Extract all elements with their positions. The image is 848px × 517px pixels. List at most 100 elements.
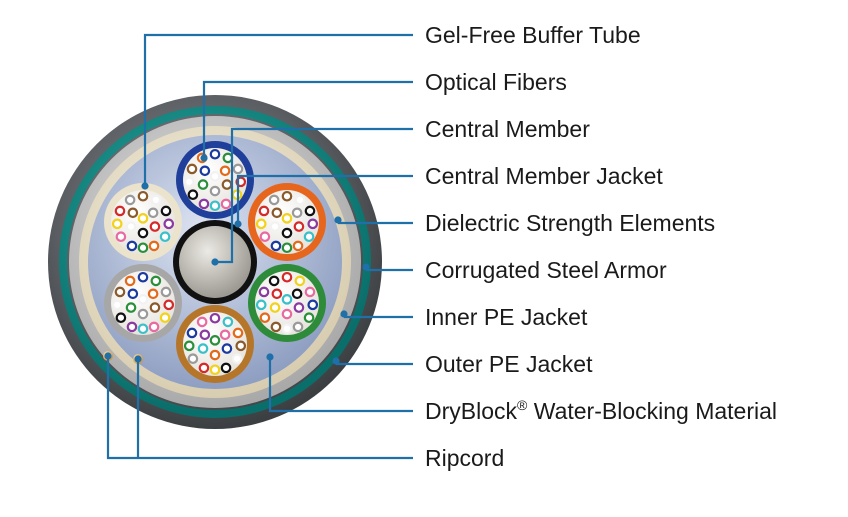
optical-fiber (303, 312, 315, 324)
label-central-member-jacket: Central Member Jacket (425, 163, 663, 189)
optical-fiber (186, 163, 198, 175)
optical-fiber (127, 288, 139, 300)
leader-line-optical-fibers (202, 80, 413, 158)
optical-fiber (219, 165, 231, 177)
optical-fiber (209, 349, 221, 361)
optical-fiber (149, 221, 161, 232)
optical-fiber (222, 316, 234, 328)
optical-fiber (209, 171, 221, 182)
optical-fiber (281, 227, 293, 239)
optical-fiber (137, 227, 149, 239)
optical-fiber (126, 240, 138, 252)
leader-dot (340, 310, 348, 318)
optical-fiber (304, 205, 316, 217)
leader-dot (334, 216, 342, 224)
label-optical-fibers: Optical Fibers (425, 69, 567, 95)
optical-fiber (198, 198, 210, 210)
optical-fiber (197, 179, 209, 190)
optical-fiber (148, 240, 160, 252)
leader-dot (141, 182, 149, 190)
optical-fiber (209, 364, 221, 376)
optical-fiber (150, 194, 162, 206)
optical-fiber (281, 294, 293, 305)
optical-fiber (114, 286, 126, 298)
optical-fiber (149, 302, 161, 313)
optical-fiber (221, 179, 233, 190)
leader-lines (104, 33, 413, 460)
optical-fiber (270, 321, 282, 333)
optical-fiber (268, 194, 280, 206)
optical-fiber (281, 190, 293, 202)
optical-fiber (196, 316, 208, 328)
optical-fiber (160, 286, 172, 298)
leader-line-central-member (215, 127, 413, 264)
optical-fiber (209, 200, 221, 212)
optical-fiber (115, 312, 127, 324)
optical-fiber (219, 329, 231, 341)
optical-fiber (232, 327, 244, 339)
optical-fiber (124, 194, 136, 206)
optical-fiber (232, 163, 244, 175)
optical-fiber (147, 207, 159, 219)
optical-fiber (268, 275, 280, 287)
label-dielectric-strength-elements: Dielectric Strength Elements (425, 210, 715, 236)
optical-fiber (126, 321, 138, 333)
optical-fiber (115, 231, 127, 243)
optical-fiber (209, 312, 221, 324)
optical-fiber (125, 302, 137, 313)
optical-fiber (281, 323, 293, 335)
optical-fiber (147, 288, 159, 300)
optical-fiber (270, 240, 282, 252)
optical-fiber (271, 207, 283, 219)
optical-fiber (220, 362, 232, 374)
optical-fiber (183, 176, 195, 188)
optical-fiber (220, 198, 232, 210)
optical-fiber (209, 185, 221, 197)
optical-fiber (137, 213, 149, 224)
optical-fiber (255, 299, 267, 311)
optical-fiber (293, 221, 305, 232)
optical-fiber (199, 165, 211, 177)
optical-fiber (198, 362, 210, 374)
leader-dot (200, 154, 208, 162)
optical-fiber (137, 323, 149, 335)
optical-fiber (150, 275, 162, 287)
buffer-tube (176, 305, 254, 383)
optical-fiber (281, 308, 293, 320)
optical-fiber (163, 299, 175, 311)
optical-fiber (292, 240, 304, 252)
optical-fiber (127, 207, 139, 219)
optical-fiber (160, 205, 172, 217)
optical-fiber (291, 288, 303, 300)
optical-fiber (307, 299, 319, 311)
optical-fiber (186, 327, 198, 339)
optical-fiber (269, 302, 281, 313)
optical-fiber (222, 152, 234, 164)
leader-dot (266, 353, 274, 361)
optical-fiber (137, 294, 149, 305)
optical-fiber (255, 218, 267, 230)
optical-fiber (137, 242, 149, 254)
optical-fiber (294, 194, 306, 206)
leader-line-central-member-jacket (236, 174, 413, 224)
optical-fiber (271, 288, 283, 300)
label-gel-free-buffer-tube: Gel-Free Buffer Tube (425, 22, 641, 48)
optical-fiber (258, 205, 270, 217)
buffer-tube (104, 183, 182, 261)
label-outer-pe-jacket: Outer PE Jacket (425, 351, 593, 377)
optical-fiber (183, 340, 195, 352)
optical-fiber (235, 340, 247, 352)
optical-fiber (114, 205, 126, 217)
optical-fiber (269, 221, 281, 232)
optical-fiber (221, 343, 233, 354)
buffer-tube (248, 183, 326, 261)
leader-dot (211, 258, 219, 266)
optical-fiber (281, 213, 293, 224)
optical-fiber (281, 271, 293, 283)
optical-fiber (291, 207, 303, 219)
optical-fiber (124, 275, 136, 287)
corrugated-steel-armor-layer (59, 106, 371, 418)
label-dryblock-water-blocking-material: DryBlock® Water-Blocking Material (425, 397, 777, 424)
leader-dot (134, 355, 142, 363)
optical-fiber (137, 190, 149, 202)
